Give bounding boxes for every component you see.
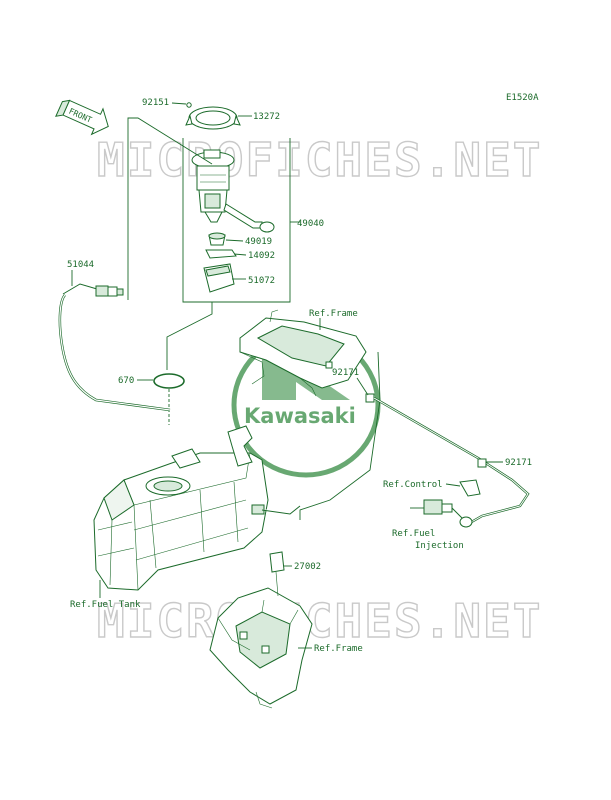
label-14092: 14092	[248, 251, 275, 261]
lead-line-51044	[127, 117, 213, 300]
cover-14092	[205, 249, 237, 259]
watermark-top: MICROFICHES.NET	[97, 133, 542, 187]
fuel-tank	[93, 425, 301, 591]
strainer-51072	[203, 263, 235, 293]
o-ring-670	[153, 373, 185, 389]
label-ref-frame-top: Ref.Frame	[309, 309, 358, 319]
label-ref-frame-bottom: Ref.Frame	[314, 644, 363, 654]
fuel-line	[373, 396, 530, 526]
control-bracket	[459, 479, 481, 497]
injection-connector	[423, 499, 473, 528]
hose-51044	[58, 283, 171, 412]
clamp-92171-a	[365, 393, 375, 403]
label-ref-fuel-1: Ref.Fuel	[392, 529, 435, 539]
screw-92151	[186, 102, 192, 108]
fuel-pump-49040	[191, 149, 275, 233]
label-51072: 51072	[248, 276, 275, 286]
label-49040: 49040	[297, 219, 324, 229]
clamp-92171-b	[477, 458, 487, 468]
label-49019: 49019	[245, 237, 272, 247]
pump-assembly-bracket	[182, 138, 291, 303]
label-92171-b: 92171	[505, 458, 532, 468]
frame-bottom	[209, 551, 313, 709]
frame-top	[239, 309, 381, 520]
label-ref-fuel-2: Injection	[415, 541, 464, 551]
label-670: 670	[118, 376, 134, 386]
filter-49019	[208, 232, 226, 246]
diagram-code: E1520A	[506, 93, 539, 103]
label-92151: 92151	[142, 98, 169, 108]
label-51044: 51044	[67, 260, 94, 270]
plate-13272	[185, 106, 241, 130]
label-92171-a: 92171	[332, 368, 359, 378]
label-ref-fuel-tank: Ref.Fuel Tank	[70, 600, 141, 610]
watermark-bottom: MICROFICHES.NET	[97, 594, 542, 648]
label-27002: 27002	[294, 562, 321, 572]
brand-text: Kawasaki	[244, 404, 356, 428]
front-arrow-icon: FRONT	[55, 99, 109, 136]
label-13272: 13272	[253, 112, 280, 122]
label-ref-control: Ref.Control	[383, 480, 443, 490]
